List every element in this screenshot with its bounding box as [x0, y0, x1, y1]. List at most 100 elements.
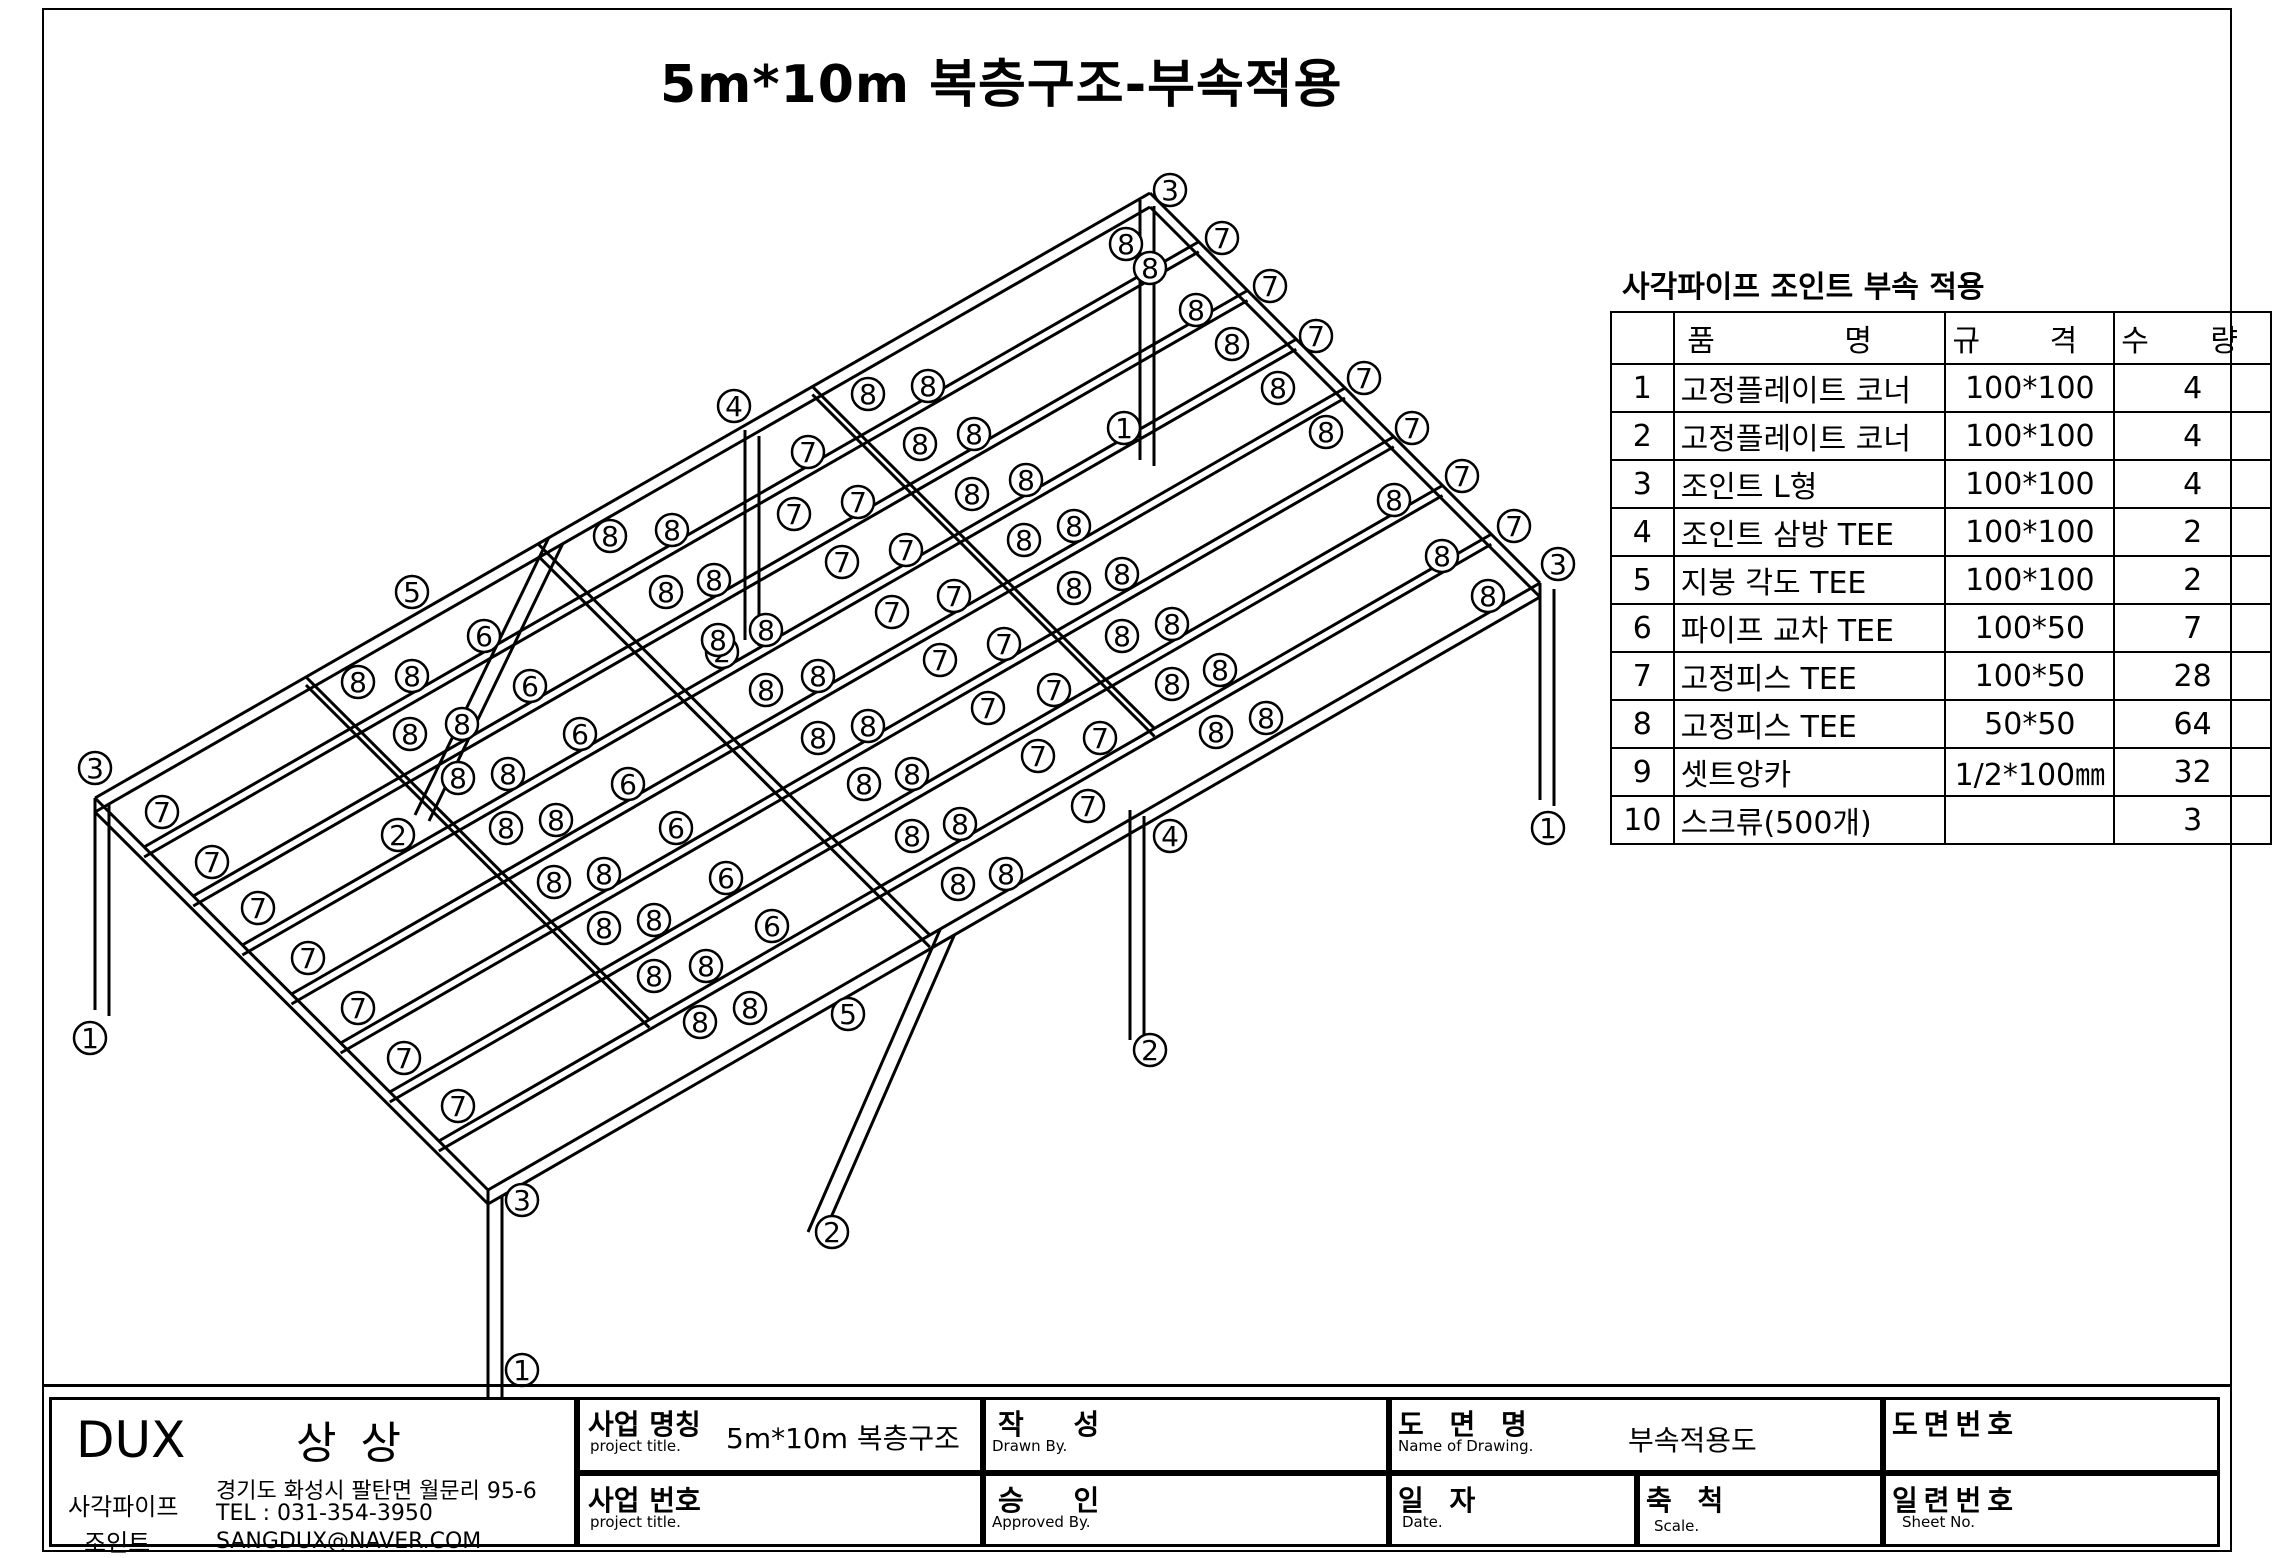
- callout-8-marker: 8: [1260, 370, 1296, 406]
- purlin: [1006, 580, 1058, 632]
- callout-2-marker: 2: [1132, 1032, 1168, 1068]
- bom-title: 사각파이프 조인트 부속 적용: [1622, 270, 1985, 305]
- callout-number: 8: [951, 808, 969, 841]
- callout-8-marker: 8: [538, 802, 574, 838]
- bom-cell-no: 10: [1610, 795, 1675, 845]
- joist-lower: [143, 250, 1200, 859]
- callout-number: 8: [401, 718, 419, 751]
- company-email: SANGDUX@NAVER.COM: [216, 1529, 482, 1554]
- bom-cell-spec: 1/2*100㎜: [1944, 747, 2116, 797]
- joist-lower: [389, 494, 1444, 1104]
- callout-8-marker: 8: [1214, 326, 1250, 362]
- callout-circle: [696, 562, 732, 598]
- company-tel: TEL : 031-354-3950: [216, 1501, 433, 1526]
- callout-3-marker: 3: [504, 1182, 540, 1218]
- callout-8-marker: 8: [748, 672, 784, 708]
- date-cell: [1389, 1473, 1637, 1547]
- callout-circle: [1108, 226, 1144, 262]
- callout-number: 7: [1355, 362, 1373, 395]
- callout-circle: [970, 690, 1006, 726]
- callout-6-marker: 6: [754, 908, 790, 944]
- callout-number: 3: [86, 752, 104, 785]
- purlin: [957, 532, 1009, 583]
- purlin: [860, 434, 912, 486]
- bom-cell-spec: 100*50: [1944, 603, 2116, 653]
- callout-circle: [144, 794, 180, 830]
- callout-number: 7: [931, 644, 949, 677]
- bom-cell-name: 조인트 L형: [1672, 459, 1947, 509]
- callout-1-marker: 1: [1106, 410, 1142, 446]
- callout-number: 7: [849, 486, 867, 519]
- product-line-2: 조인트: [84, 1529, 151, 1557]
- callout-8-marker: 8: [942, 806, 978, 842]
- bom-cell-qty: 2: [2113, 507, 2272, 557]
- bom-cell-no: 8: [1610, 699, 1675, 749]
- callout-circle: [77, 750, 113, 786]
- callout-8-marker: 8: [988, 856, 1024, 892]
- bom-cell-name: 파이프 교차 TEE: [1672, 603, 1947, 653]
- callout-number: 6: [619, 768, 637, 801]
- company-cell: [49, 1397, 577, 1547]
- callout-circle: [986, 626, 1022, 662]
- callout-number: 2: [1141, 1034, 1159, 1067]
- approved-by-sub: Approved By.: [992, 1513, 1091, 1531]
- bom-cell-spec: [1944, 795, 2116, 845]
- callout-7-marker: 7: [1252, 268, 1288, 304]
- callout-number: 8: [657, 576, 675, 609]
- callout-8-marker: 8: [1008, 462, 1044, 498]
- frame-beam-left-lower: [93, 810, 490, 1206]
- callout-8-marker: 8: [800, 658, 836, 694]
- purlin-lower: [909, 491, 961, 543]
- callout-number: 8: [1269, 372, 1287, 405]
- callout-circle: [814, 1214, 850, 1250]
- callout-circle: [392, 716, 428, 752]
- company-address: 경기도 화성시 팔탄면 월문리 95-6: [216, 1479, 537, 1504]
- callout-number: 8: [741, 992, 759, 1025]
- callout-6-marker: 6: [708, 860, 744, 896]
- callout-number: 7: [1505, 510, 1523, 543]
- sheet-no-cell: [1883, 1473, 2220, 1547]
- callout-8-marker: 8: [1198, 714, 1234, 750]
- callout-circle: [512, 668, 548, 704]
- callout-circle: [440, 760, 476, 796]
- callout-number: 8: [1385, 484, 1403, 517]
- callout-number: 6: [571, 718, 589, 751]
- approved-by-label: 승 인: [998, 1484, 1120, 1517]
- callout-circle: [290, 940, 326, 976]
- purlin: [811, 385, 863, 437]
- bom-cell-qty: 64: [2113, 699, 2272, 749]
- callout-circle: [466, 618, 502, 654]
- callout-number: 6: [717, 862, 735, 895]
- callout-number: 7: [153, 796, 171, 829]
- callout-circle: [1104, 556, 1140, 592]
- callout-8-marker: 8: [1056, 508, 1092, 544]
- callout-circle: [942, 806, 978, 842]
- callout-number: 8: [903, 820, 921, 853]
- purlin: [550, 920, 602, 972]
- purlin: [353, 724, 406, 776]
- callout-number: 6: [763, 910, 781, 943]
- callout-number: 7: [1091, 722, 1109, 755]
- callout-number: 8: [1113, 558, 1131, 591]
- callout-8-marker: 8: [1154, 606, 1190, 642]
- callout-circle: [490, 756, 526, 792]
- callout-circle: [840, 484, 876, 520]
- bom-cell-no: 2: [1610, 411, 1675, 461]
- callout-circle: [586, 856, 622, 892]
- callout-8-marker: 8: [1424, 538, 1460, 574]
- bom-cell-name: 스크류(500개): [1672, 795, 1947, 845]
- callout-7-marker: 7: [986, 626, 1022, 662]
- company-logo-text: DUX: [76, 1411, 186, 1469]
- callout-8-marker: 8: [1308, 414, 1344, 450]
- callout-number: 7: [1261, 270, 1279, 303]
- cross-beam-middle-lower: [537, 554, 931, 949]
- frame-beam-back: [94, 191, 1151, 800]
- callout-7-marker: 7: [874, 594, 910, 630]
- callout-number: 6: [475, 620, 493, 653]
- callout-number: 8: [1317, 416, 1335, 449]
- callout-number: 8: [1479, 580, 1497, 613]
